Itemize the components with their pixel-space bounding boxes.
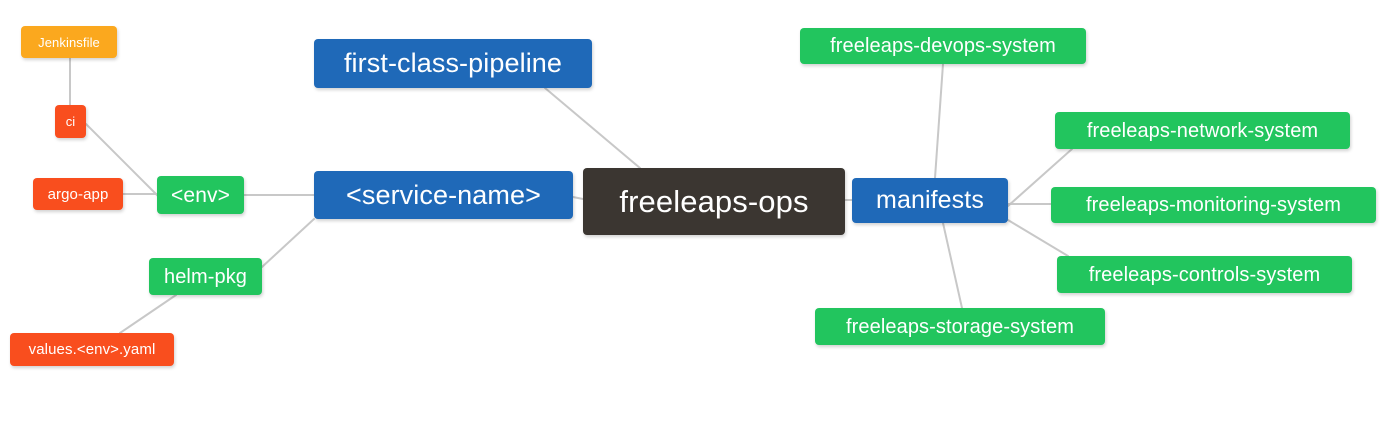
- node-label-helm-pkg: helm-pkg: [163, 265, 248, 288]
- node-label-jenkinsfile: Jenkinsfile: [38, 34, 100, 50]
- node-label-freeleaps-devops-system: freeleaps-devops-system: [830, 35, 1056, 57]
- node-label-freeleaps-storage-system: freeleaps-storage-system: [845, 315, 1075, 338]
- edge-manifests-to-freeleaps-devops-system: [934, 63, 944, 179]
- edge-manifests-to-freeleaps-controls-system: [1007, 219, 1069, 257]
- node-first-class-pipeline[interactable]: first-class-pipeline: [314, 39, 592, 88]
- node-freeleaps-storage-system[interactable]: freeleaps-storage-system: [815, 308, 1105, 345]
- node-freeleaps-devops-system[interactable]: freeleaps-devops-system: [800, 28, 1086, 64]
- node-label-service-name: <service-name>: [346, 179, 541, 210]
- node-freeleaps-ops[interactable]: freeleaps-ops: [583, 168, 845, 235]
- node-service-name[interactable]: <service-name>: [314, 171, 573, 219]
- node-label-freeleaps-monitoring-system: freeleaps-monitoring-system: [1085, 194, 1341, 216]
- node-label-ci: ci: [65, 114, 76, 129]
- edge-first-class-pipeline-to-freeleaps-ops: [544, 87, 641, 169]
- node-label-freeleaps-ops: freeleaps-ops: [619, 184, 809, 219]
- edge-service-name-to-freeleaps-ops: [572, 196, 584, 200]
- node-argo-app[interactable]: argo-app: [33, 178, 123, 210]
- edge-manifests-to-freeleaps-storage-system: [942, 222, 963, 309]
- node-freeleaps-network-system[interactable]: freeleaps-network-system: [1055, 112, 1350, 149]
- node-label-argo-app: argo-app: [47, 185, 109, 203]
- node-env[interactable]: <env>: [157, 176, 244, 214]
- node-freeleaps-monitoring-system[interactable]: freeleaps-monitoring-system: [1051, 187, 1376, 223]
- node-label-first-class-pipeline: first-class-pipeline: [343, 48, 563, 78]
- node-label-freeleaps-network-system: freeleaps-network-system: [1086, 119, 1319, 142]
- node-label-values-yaml: values.<env>.yaml: [28, 341, 156, 358]
- node-label-env: <env>: [171, 183, 230, 207]
- node-label-manifests: manifests: [876, 186, 984, 214]
- node-manifests[interactable]: manifests: [852, 178, 1008, 223]
- edge-helm-pkg-to-values-yaml: [119, 294, 177, 334]
- node-values-yaml[interactable]: values.<env>.yaml: [10, 333, 174, 366]
- node-ci[interactable]: ci: [55, 105, 86, 138]
- node-label-freeleaps-controls-system: freeleaps-controls-system: [1088, 263, 1321, 286]
- node-freeleaps-controls-system[interactable]: freeleaps-controls-system: [1057, 256, 1352, 293]
- node-helm-pkg[interactable]: helm-pkg: [149, 258, 262, 295]
- node-jenkinsfile[interactable]: Jenkinsfile: [21, 26, 117, 58]
- edge-service-name-to-helm-pkg: [261, 218, 315, 268]
